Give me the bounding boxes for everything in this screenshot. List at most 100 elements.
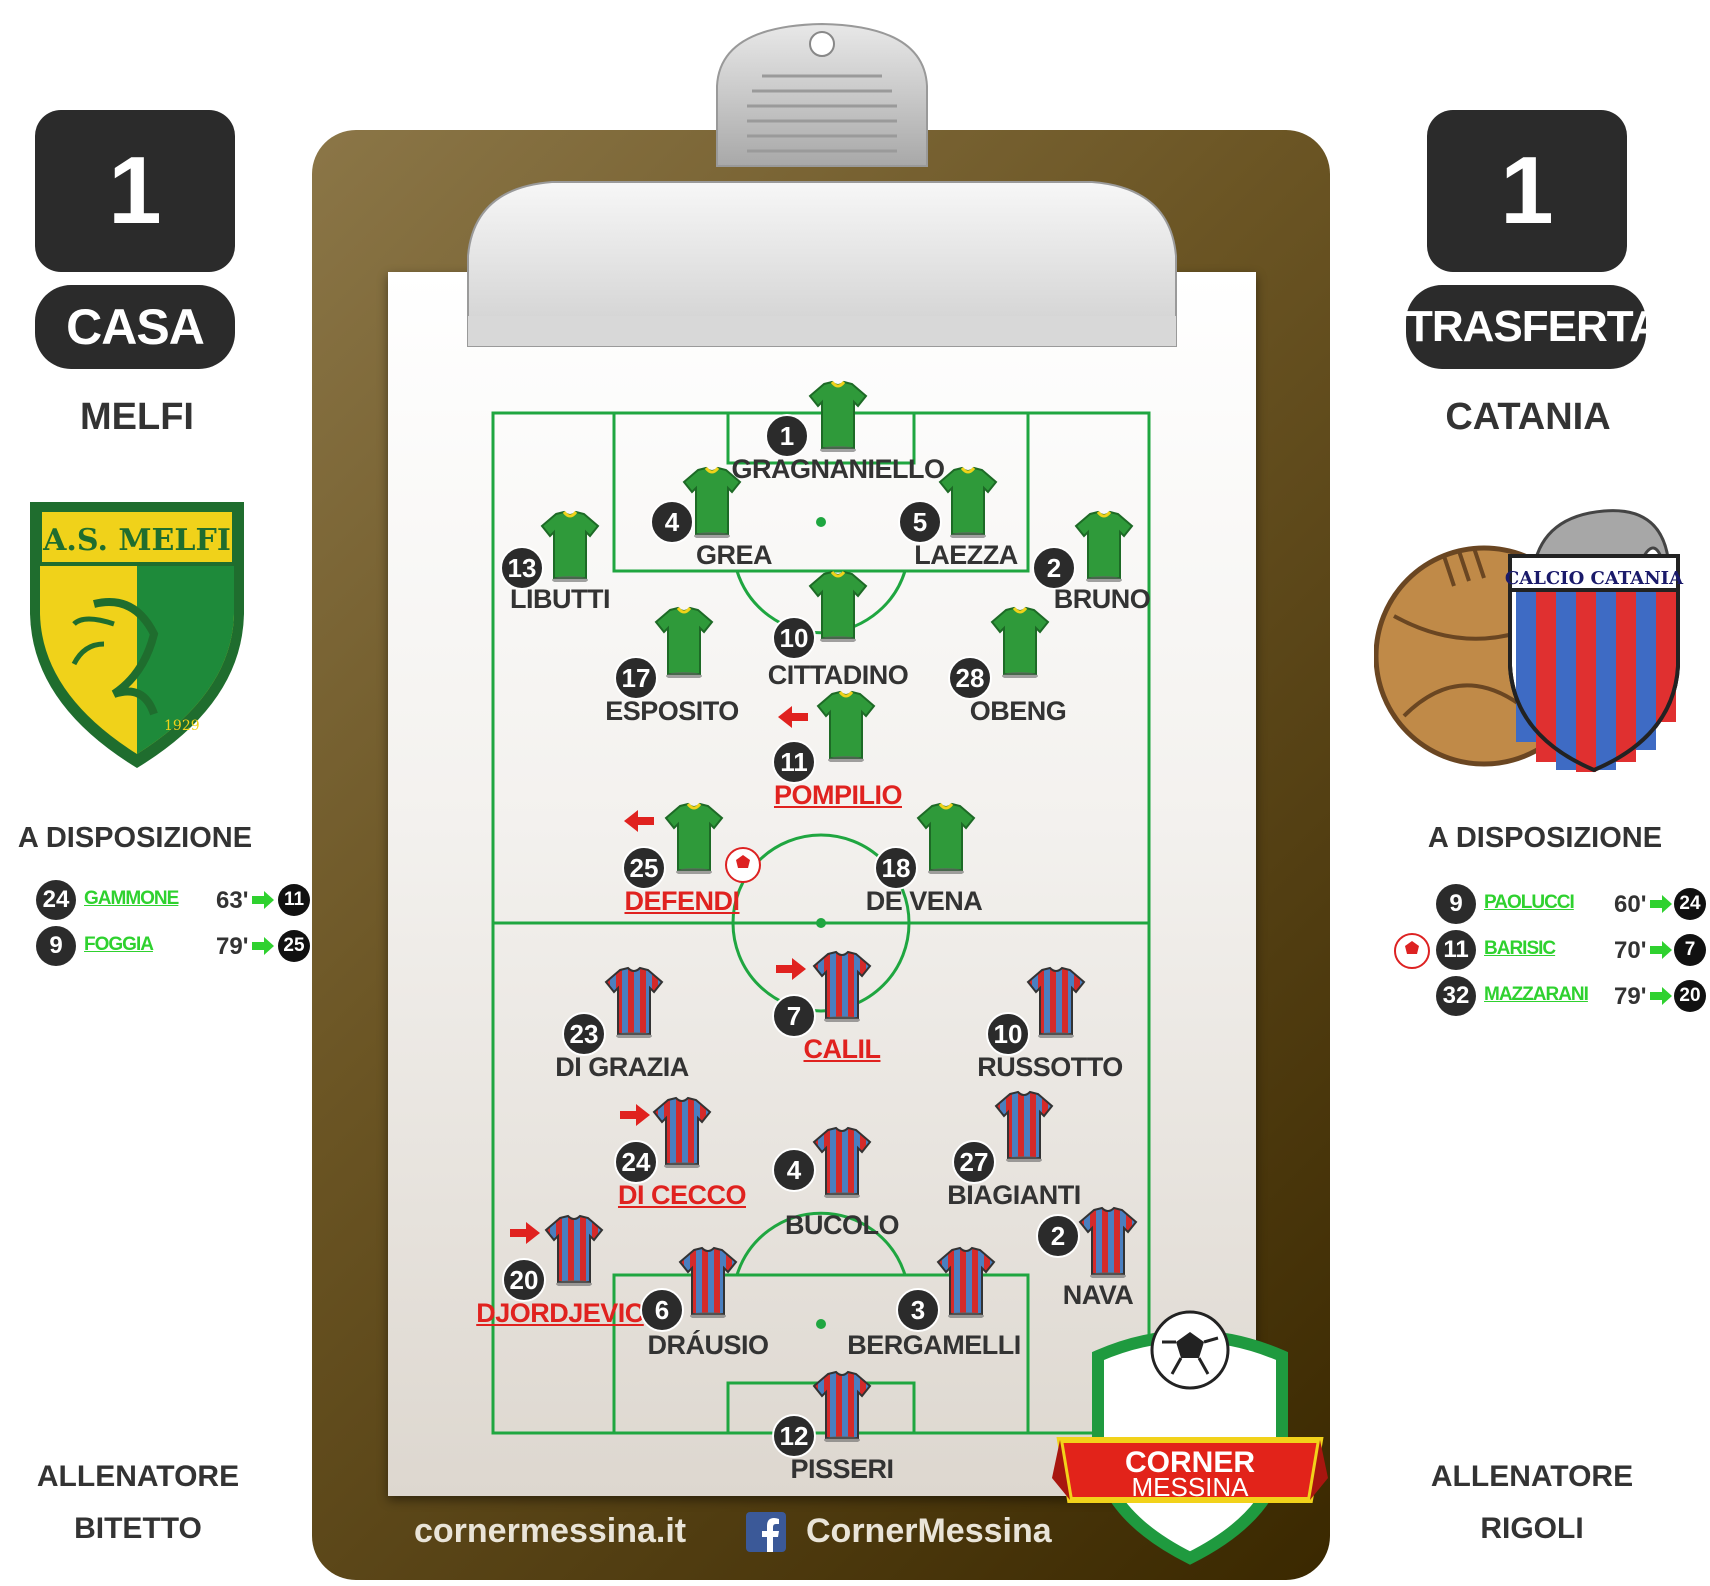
away-side-label: TRASFERTA xyxy=(1406,285,1661,369)
clipboard-clip-icon xyxy=(467,22,1177,347)
player-number: 7 xyxy=(772,994,816,1038)
away-coach-label: ALLENATORE xyxy=(1430,1460,1634,1493)
melfi-crest-icon: A.S. MELFI 1929 xyxy=(30,502,244,768)
goal-ball-icon xyxy=(1394,933,1430,969)
green-shirt-icon xyxy=(654,606,714,678)
bench-number: 9 xyxy=(36,926,76,966)
player-number: 10 xyxy=(772,616,816,660)
bench-number: 24 xyxy=(36,880,76,920)
svg-text:MESSINA: MESSINA xyxy=(1131,1472,1249,1502)
bench-player-link[interactable]: BARISIC xyxy=(1484,938,1556,959)
green-shirt-icon xyxy=(682,466,742,538)
home-coach-label: ALLENATORE xyxy=(36,1460,240,1493)
sub-arrow-icon xyxy=(1650,987,1672,1005)
striped-shirt-icon xyxy=(678,1246,738,1318)
sub-arrow-icon xyxy=(252,891,274,909)
sub-arrow-icon xyxy=(1650,895,1672,913)
player-number: 11 xyxy=(772,740,816,784)
striped-shirt-icon xyxy=(812,950,872,1022)
player-number: 2 xyxy=(1032,546,1076,590)
home-bench-row: 24 GAMMONE 63' 11 xyxy=(36,880,314,920)
away-bench-title: A DISPOSIZIONE xyxy=(1427,822,1663,854)
bench-number: 11 xyxy=(1436,930,1476,970)
replaced-number: 20 xyxy=(1674,980,1706,1012)
player-name: DJORDJEVIC xyxy=(476,1298,644,1328)
sub-minute: 63' xyxy=(216,887,249,914)
player-name: DRÁUSIO xyxy=(647,1330,769,1360)
sub-out-arrow-icon xyxy=(624,810,654,832)
home-bench-title: A DISPOSIZIONE xyxy=(17,822,253,854)
away-bench-row: 11 BARISIC 70' 7 xyxy=(1436,930,1708,970)
player-name: NAVA xyxy=(1062,1280,1134,1310)
svg-text:A.S. MELFI: A.S. MELFI xyxy=(42,523,231,558)
player-name: BERGAMELLI xyxy=(847,1330,1021,1360)
facebook-icon[interactable] xyxy=(746,1512,786,1552)
player-name: ESPOSITO xyxy=(605,696,739,726)
catania-crest-icon: CALCIO CATANIA xyxy=(1374,509,1684,773)
replaced-number: 11 xyxy=(278,884,310,916)
player-name: DE VENA xyxy=(865,886,983,916)
striped-shirt-icon xyxy=(936,1246,996,1318)
player-name: RUSSOTTO xyxy=(977,1052,1123,1082)
player-name: OBENG xyxy=(969,696,1067,726)
striped-shirt-icon xyxy=(812,1126,872,1198)
green-shirt-icon xyxy=(990,606,1050,678)
away-score: 1 xyxy=(1427,110,1627,272)
sub-arrow-icon xyxy=(1650,941,1672,959)
player-number: 10 xyxy=(986,1012,1030,1056)
player-number: 28 xyxy=(948,656,992,700)
player-number: 6 xyxy=(640,1288,684,1332)
green-shirt-icon xyxy=(540,510,600,582)
player-number: 2 xyxy=(1036,1214,1080,1258)
player-number: 4 xyxy=(650,500,694,544)
corner-messina-logo-icon: CORNER MESSINA xyxy=(1052,1310,1328,1565)
home-side-label: CASA xyxy=(35,285,235,369)
home-coach-name: BITETTO xyxy=(74,1512,202,1545)
green-shirt-icon xyxy=(938,466,998,538)
player-number: 13 xyxy=(500,546,544,590)
player-name: CITTADINO xyxy=(767,660,909,690)
striped-shirt-icon xyxy=(544,1214,604,1286)
away-team-name: CATANIA xyxy=(1445,396,1611,438)
away-bench-row: 9 PAOLUCCI 60' 24 xyxy=(1436,884,1708,924)
green-shirt-icon xyxy=(1074,510,1134,582)
home-team-name: MELFI xyxy=(80,396,194,438)
green-shirt-icon xyxy=(664,802,724,874)
home-bench-row: 9 FOGGIA 79' 25 xyxy=(36,926,314,966)
player-number: 25 xyxy=(622,846,666,890)
bench-number: 9 xyxy=(1436,884,1476,924)
player-name: LIBUTTI xyxy=(510,584,610,614)
player-number: 18 xyxy=(874,846,918,890)
player-name: PISSERI xyxy=(790,1454,894,1484)
player-number: 17 xyxy=(614,656,658,700)
player-name: DEFENDI xyxy=(624,886,740,916)
player-name: BIAGIANTI xyxy=(947,1180,1081,1210)
home-score: 1 xyxy=(35,110,235,272)
bench-player-link[interactable]: MAZZARANI xyxy=(1484,984,1589,1005)
bench-player-link[interactable]: PAOLUCCI xyxy=(1484,892,1575,913)
player-name: LAEZZA xyxy=(914,540,1018,570)
replaced-number: 24 xyxy=(1674,888,1706,920)
player-number: 5 xyxy=(898,500,942,544)
green-shirt-icon xyxy=(816,690,876,762)
player-name: BRUNO xyxy=(1053,584,1151,614)
sub-minute: 79' xyxy=(1614,983,1647,1010)
striped-shirt-icon xyxy=(604,966,664,1038)
green-shirt-icon xyxy=(916,802,976,874)
player-name: DI GRAZIA xyxy=(555,1052,689,1082)
player-name: CALIL xyxy=(803,1034,881,1064)
sub-out-arrow-icon xyxy=(778,706,808,728)
player-name: POMPILIO xyxy=(773,780,903,810)
away-bench-row: 32 MAZZARANI 79' 20 xyxy=(1436,976,1708,1016)
player-number: 1 xyxy=(765,414,809,458)
sub-minute: 60' xyxy=(1614,891,1647,918)
striped-shirt-icon xyxy=(994,1090,1054,1162)
striped-shirt-icon xyxy=(1026,966,1086,1038)
player-name: BUCOLO xyxy=(785,1210,900,1240)
bench-player-link[interactable]: GAMMONE xyxy=(84,888,179,909)
footer-facebook-link[interactable]: CornerMessina xyxy=(806,1512,1052,1550)
footer-site-link[interactable]: cornermessina.it xyxy=(414,1512,687,1550)
player-number: 27 xyxy=(952,1140,996,1184)
player-number: 12 xyxy=(772,1414,816,1458)
bench-player-link[interactable]: FOGGIA xyxy=(84,934,154,955)
